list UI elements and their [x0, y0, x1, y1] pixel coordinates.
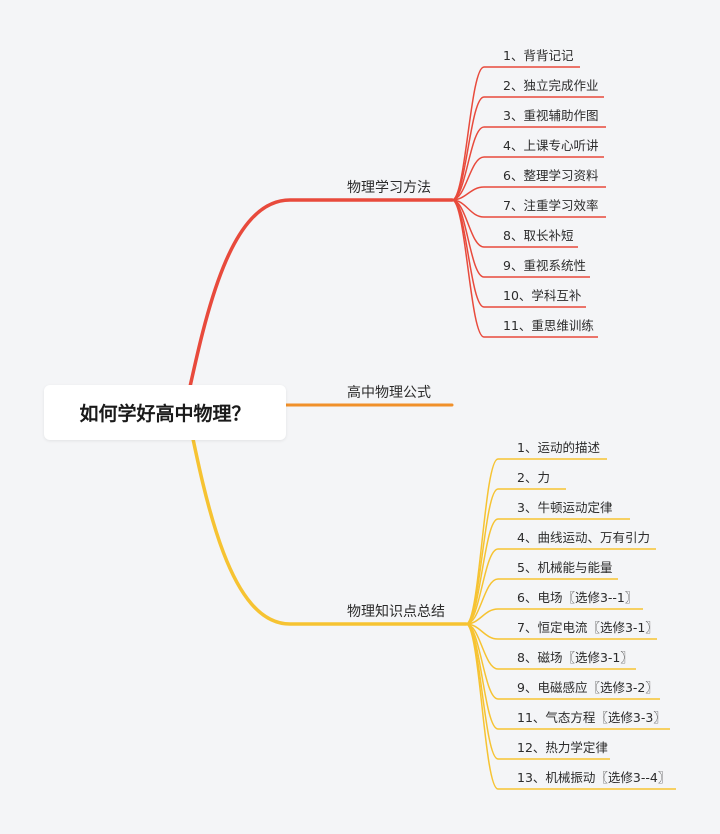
branch-topic-2[interactable]: 高中物理公式 — [347, 385, 431, 401]
leaf-topic[interactable]: 6、电场〖选修3--1〗 — [517, 589, 638, 605]
branch-topic-3[interactable]: 物理知识点总结 — [347, 604, 445, 620]
leaf-link — [465, 488, 566, 625]
root-topic-label: 如何学好高中物理？ — [79, 403, 251, 425]
leaf-topic[interactable]: 8、磁场〖选修3-1〗 — [517, 649, 633, 665]
leaf-link — [465, 548, 656, 625]
leaf-topic[interactable]: 9、重视系统性 — [503, 257, 586, 273]
leaf-topic[interactable]: 3、牛顿运动定律 — [517, 499, 613, 515]
leaf-topic[interactable]: 11、气态方程〖选修3-3〗 — [517, 709, 666, 725]
leaf-topic[interactable]: 9、电磁感应〖选修3-2〗 — [517, 679, 658, 695]
leaf-link — [451, 96, 604, 201]
leaf-link — [451, 156, 604, 201]
leaf-link — [451, 66, 580, 201]
leaf-link — [451, 199, 598, 338]
leaf-topic[interactable]: 4、上课专心听讲 — [503, 137, 599, 153]
leaf-topic[interactable]: 1、背背记记 — [503, 47, 574, 63]
leaf-topic[interactable]: 13、机械振动〖选修3--4〗 — [517, 769, 671, 785]
leaf-topic[interactable]: 4、曲线运动、万有引力 — [517, 529, 650, 545]
branch-topic-1[interactable]: 物理学习方法 — [347, 180, 431, 196]
leaf-topic[interactable]: 8、取长补短 — [503, 227, 574, 243]
leaf-topic[interactable]: 10、学科互补 — [503, 287, 582, 303]
leaf-link — [465, 518, 630, 625]
leaf-topic[interactable]: 7、恒定电流〖选修3-1〗 — [517, 619, 658, 635]
branch-link-1 — [184, 198, 454, 407]
branch-link-3 — [184, 403, 468, 626]
leaf-topic[interactable]: 1、运动的描述 — [517, 439, 600, 455]
root-topic[interactable]: 如何学好高中物理？ — [44, 385, 286, 440]
leaf-link — [465, 608, 643, 625]
leaf-topic[interactable]: 6、整理学习资料 — [503, 167, 599, 183]
leaf-topic[interactable]: 11、重思维训练 — [503, 317, 594, 333]
leaf-link — [465, 623, 676, 790]
leaf-topic[interactable]: 5、机械能与能量 — [517, 559, 613, 575]
leaf-link — [465, 578, 618, 625]
leaf-link — [451, 186, 606, 201]
leaf-topic[interactable]: 2、独立完成作业 — [503, 77, 599, 93]
leaf-topic[interactable]: 12、热力学定律 — [517, 739, 608, 755]
leaf-topic[interactable]: 2、力 — [517, 469, 550, 485]
leaf-topic[interactable]: 3、重视辅助作图 — [503, 107, 599, 123]
leaf-topic[interactable]: 7、注重学习效率 — [503, 197, 599, 213]
leaf-link — [451, 126, 606, 201]
